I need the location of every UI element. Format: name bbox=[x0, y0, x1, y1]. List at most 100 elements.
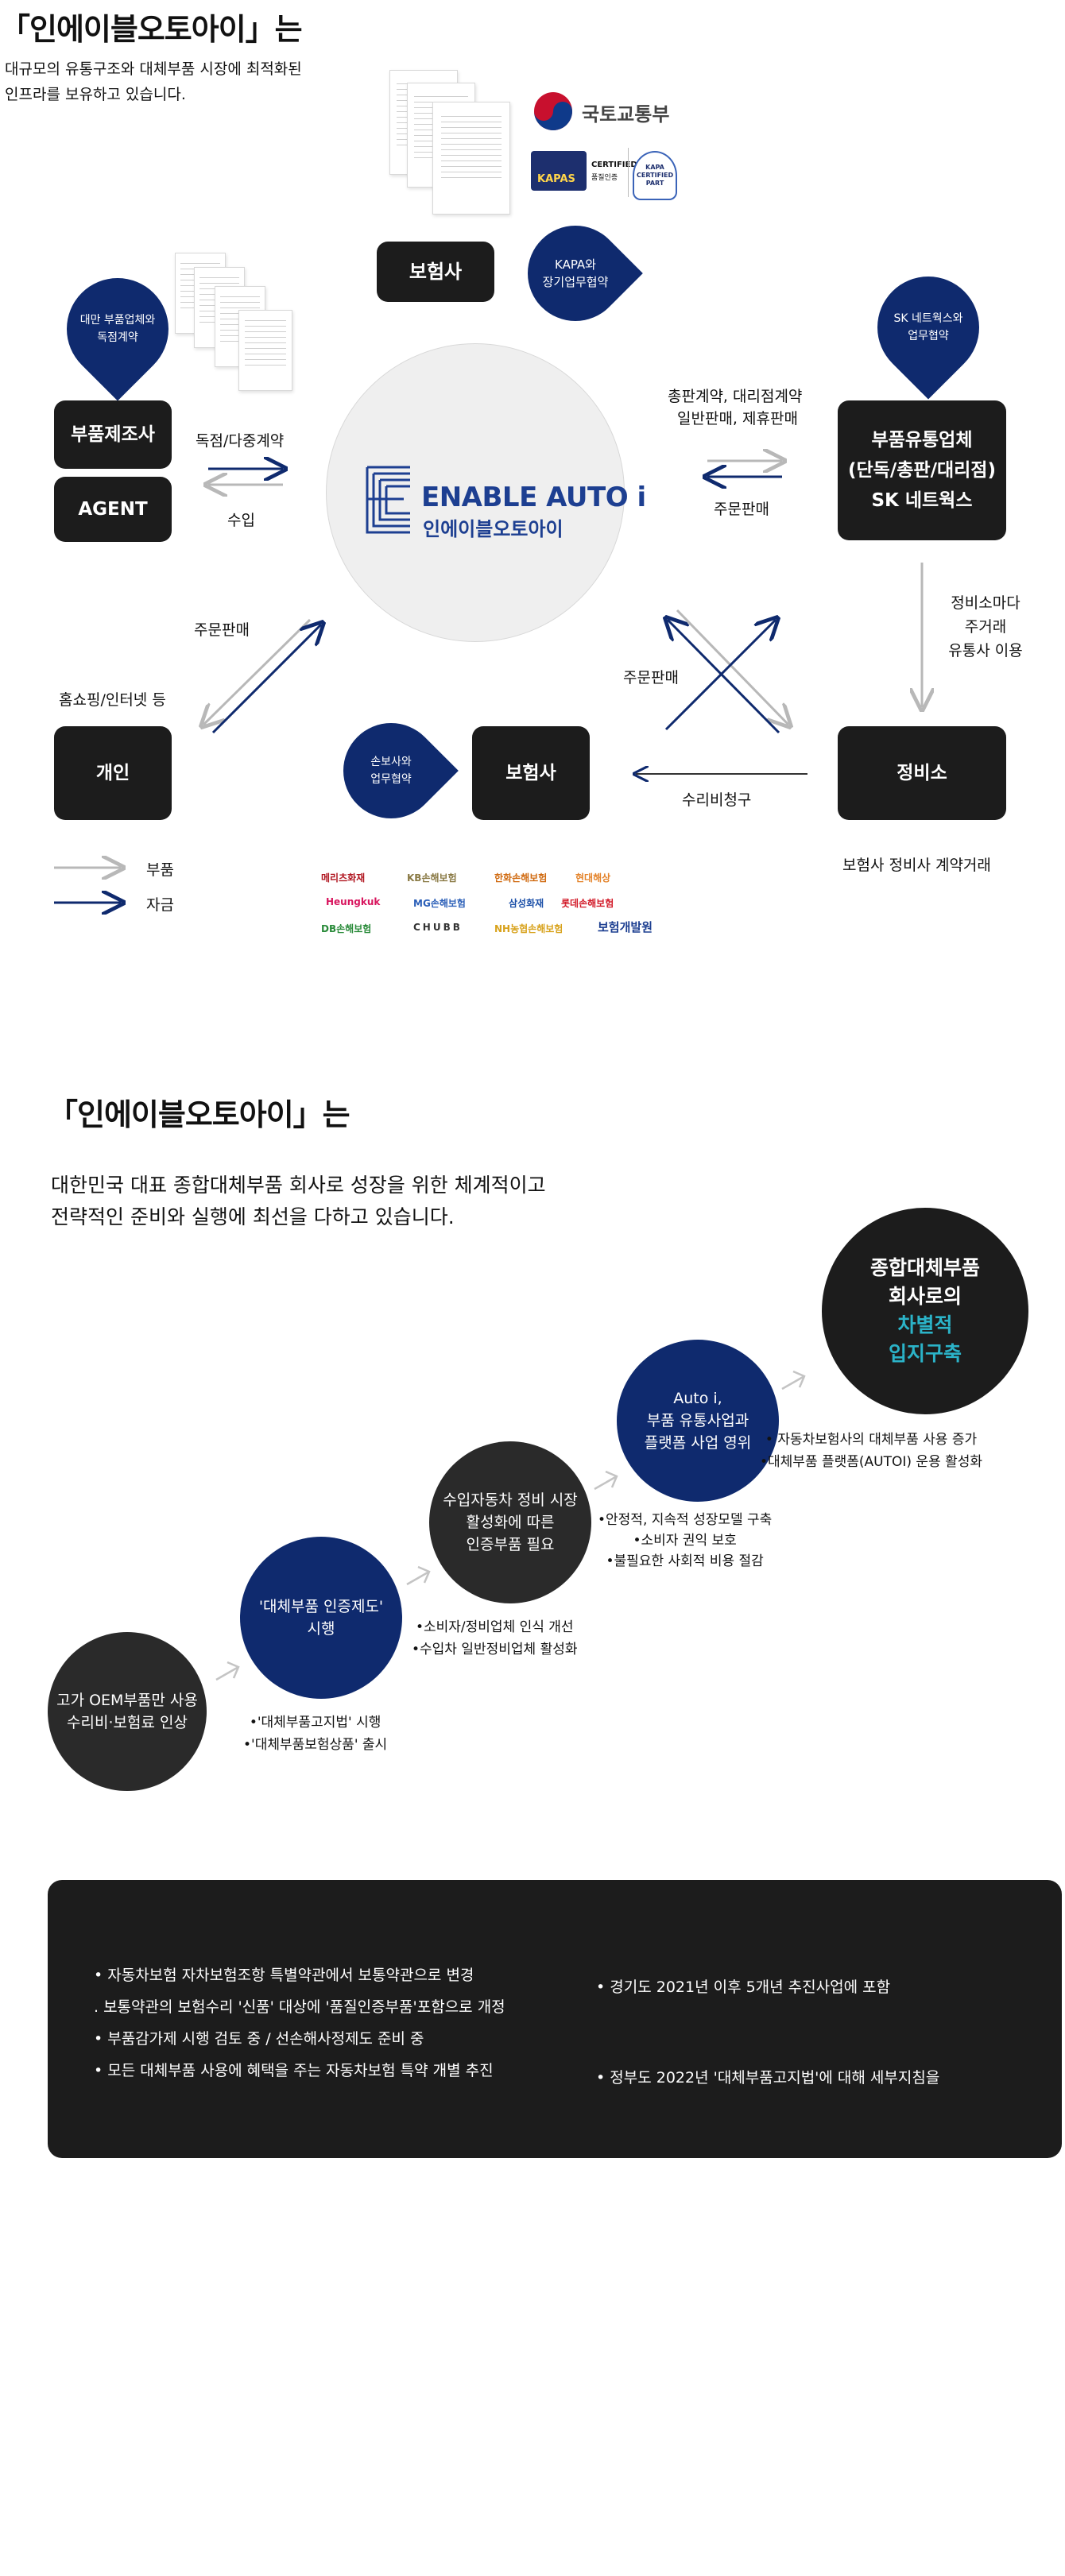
step1-note-2: •'대체부품보험상품' 출시 bbox=[243, 1737, 388, 1753]
bottom-info-box bbox=[48, 1880, 1062, 2158]
step2-note-2: •수입차 일반정비업체 활성화 bbox=[412, 1642, 578, 1657]
step4-notes: • 자동차보험사의 대체부품 사용 증가 •대체부품 플랫폼(AUTOI) 운용… bbox=[760, 1429, 982, 1473]
right-bullet-4-cont: 최소비용으로 사용할 수 있도록 추진 bbox=[596, 2522, 824, 2539]
kapa-part-label: KAPA CERTIFIED PART bbox=[637, 164, 674, 187]
right-bullet-2-cont: 확정하여 강력한 시행의지 bbox=[596, 2160, 759, 2177]
insurer-logo-7: 삼성화재 bbox=[509, 898, 544, 909]
arrow-to-individual bbox=[203, 618, 312, 725]
kapa-part-divider bbox=[628, 148, 629, 197]
step2-notes: •소비자/정비업체 인식 개선 •수입차 일반정비업체 활성화 bbox=[412, 1616, 578, 1661]
step3-line-3: 인증부품 필요 bbox=[466, 1536, 555, 1553]
arrow-repair-center bbox=[668, 620, 780, 734]
step1-line-2: 수리비·보험료 인상 bbox=[67, 1714, 188, 1731]
step4-circle: Auto i, 부품 유통사업과 플랫폼 사업 영위 bbox=[617, 1340, 779, 1502]
step4-note-2: •대체부품 플랫폼(AUTOI) 운용 활성화 bbox=[760, 1454, 983, 1470]
step2-line-1: '대체부품 인증제도' bbox=[258, 1598, 384, 1615]
step5-circle: 종합대체부품 회사로의 차별적 입지구축 bbox=[822, 1208, 1028, 1414]
step-arrow-3 bbox=[594, 1470, 618, 1491]
insurer-bottom-label: 보험사 bbox=[505, 763, 556, 783]
right-bullet-3: • 2022년 긁히고 찍힌 차량의 경미한 손상 시 bbox=[596, 2250, 886, 2268]
distribution-contract-line-2: 일반판매, 제휴판매 bbox=[677, 410, 798, 427]
manufacturer-box: 부품제조사 bbox=[54, 400, 172, 469]
step2-note-1: •소비자/정비업체 인식 개선 bbox=[415, 1619, 574, 1635]
distributor-line-1: 부품유통업체 bbox=[871, 430, 973, 451]
step5-accent-2: 입지구축 bbox=[888, 1342, 962, 1365]
insurer-logo-4: 현대해상 bbox=[575, 872, 611, 884]
arrow-center-repair bbox=[676, 609, 788, 725]
step3-note-3: •불필요한 사회적 비용 절감 bbox=[606, 1553, 764, 1569]
sk-pin-line-2: 업무협약 bbox=[908, 330, 949, 342]
step3-note-2: •소비자 권익 보호 bbox=[633, 1533, 737, 1549]
section2-desc-line-2: 전략적인 준비와 실행에 최선을 다하고 있습니다. bbox=[51, 1205, 455, 1228]
distribution-contract-line-1: 총판계약, 대리점계약 bbox=[668, 388, 803, 405]
center-circle bbox=[326, 343, 625, 642]
kapas-badge: KAPAS bbox=[531, 151, 587, 191]
repair-shop-box: 정비소 bbox=[838, 726, 1006, 820]
repair-transaction-line-3: 유통사 이용 bbox=[948, 642, 1023, 659]
step3-line-1: 수입자동차 정비 시장 bbox=[443, 1491, 578, 1509]
legend-parts-label: 부품 bbox=[146, 861, 174, 879]
order-sale-right: 주문판매 bbox=[714, 501, 769, 518]
insurer-logo-3: 한화손해보험 bbox=[494, 872, 548, 884]
repair-shop-label: 정비소 bbox=[897, 763, 947, 783]
step4-line-2: 부품 유통사업과 bbox=[646, 1412, 749, 1429]
distributor-line-2: (단독/총판/대리점) bbox=[848, 460, 996, 481]
step3-circle: 수입자동차 정비 시장 활성화에 따른 인증부품 필요 bbox=[429, 1441, 591, 1603]
step5-line-2: 회사로의 bbox=[888, 1285, 962, 1308]
section2-title: 「인에이블오토아이」는 bbox=[48, 1097, 350, 1132]
left-bullet-2: . 보통약관의 보험수리 '신품' 대상에 '품질인증부품'포함으로 개정 bbox=[94, 1998, 505, 2016]
step-arrow-4 bbox=[781, 1370, 806, 1390]
step-arrow-2 bbox=[406, 1565, 431, 1586]
arrow-repair-center-2 bbox=[664, 620, 776, 731]
sk-pin-line-1: SK 네트웍스와 bbox=[893, 312, 963, 325]
repair-transaction-line-1: 정비소마다 bbox=[951, 594, 1020, 612]
right-bullet-3-cont: 품질인증부품으로 교환 가능(보험약관 개정) bbox=[596, 2341, 873, 2358]
step1-circle: 고가 OEM부품만 사용 수리비·보험료 인상 bbox=[48, 1632, 207, 1791]
kapa-certified: CERTIFIED bbox=[591, 161, 637, 169]
center-brand-kr: 인에이블오토아이 bbox=[423, 518, 563, 540]
distributor-line-3: SK 네트웍스 bbox=[871, 490, 973, 511]
insurer-logo-12: 보험개발원 bbox=[598, 920, 653, 934]
insurer-logo-1: 메리츠화재 bbox=[321, 872, 366, 884]
kapas-label: KAPAS bbox=[537, 173, 575, 185]
home-shopping-label: 홈쇼핑/인터넷 등 bbox=[59, 691, 166, 709]
right-bullet-4: • 데이터바우처와 연계하여 플랫폼 'AUTOi'를 무상 혹은 bbox=[596, 2431, 953, 2449]
left-bullet-1: • 자동차보험 자차보험조항 특별약관에서 보통약관으로 변경 bbox=[94, 1967, 474, 1984]
manufacturer-label: 부품제조사 bbox=[71, 424, 155, 445]
step5-line-1: 종합대체부품 bbox=[869, 1256, 980, 1279]
step4-line-3: 플랫폼 사업 영위 bbox=[644, 1434, 752, 1452]
arrow-from-individual bbox=[211, 625, 321, 734]
step4-note-1: • 자동차보험사의 대체부품 사용 증가 bbox=[765, 1432, 978, 1448]
insurer-logo-6: MG손해보험 bbox=[413, 898, 466, 909]
insurer-logo-9: DB손해보험 bbox=[321, 923, 372, 934]
step5-accent-1: 차별적 bbox=[897, 1313, 953, 1336]
repair-transaction-line-2: 주거래 bbox=[964, 618, 1007, 636]
subtitle-line-2: 인프라를 보유하고 있습니다. bbox=[5, 86, 186, 103]
insurer-logo-2: KB손해보험 bbox=[407, 872, 457, 884]
exclusive-contract-label: 독점/다중계약 bbox=[196, 432, 285, 450]
left-bullet-4: • 모든 대체부품 사용에 혜택을 주는 자동차보험 특약 개별 추진 bbox=[94, 2062, 494, 2079]
kapa-sub: 품질인증 bbox=[591, 174, 618, 182]
section2-desc-line-1: 대한민국 대표 종합대체부품 회사로 성장을 위한 체계적이고 bbox=[51, 1174, 546, 1197]
import-label: 수입 bbox=[227, 512, 255, 529]
taegeuk-icon bbox=[534, 92, 572, 130]
step2-line-2: 시행 bbox=[307, 1620, 335, 1638]
left-bullet-3: • 부품감가제 시행 검토 중 / 선손해사정제도 준비 중 bbox=[94, 2030, 424, 2048]
page-title: 「인에이블오토아이」는 bbox=[0, 12, 303, 47]
kapa-pin-line-1: KAPA와 bbox=[555, 257, 596, 272]
order-sale-left: 주문판매 bbox=[194, 621, 250, 639]
insurer-repair-contract-label: 보험사 정비사 계약거래 bbox=[842, 857, 991, 874]
order-sale-center: 주문판매 bbox=[623, 669, 679, 687]
insurer-bottom-box: 보험사 bbox=[472, 726, 590, 820]
molit-label: 국토교통부 bbox=[582, 103, 670, 126]
step-arrow-1 bbox=[215, 1661, 240, 1681]
right-bullet-2: • 정부도 2022년 '대체부품고지법'에 대해 세부지침을 bbox=[596, 2069, 940, 2087]
step3-line-2: 활성화에 따른 bbox=[466, 1514, 555, 1531]
step3-note-1: •안정적, 지속적 성장모델 구축 bbox=[598, 1512, 773, 1528]
step4-line-1: Auto i, bbox=[673, 1390, 722, 1407]
taiwan-pin-line-1: 대만 부품업체와 bbox=[79, 314, 156, 327]
insurer-logo-11: NH농협손해보험 bbox=[494, 923, 563, 934]
taiwan-pin-line-2: 독점계약 bbox=[97, 331, 138, 344]
insurer-logo-5: Heungkuk bbox=[326, 896, 381, 907]
legend-money-label: 자금 bbox=[146, 896, 174, 914]
